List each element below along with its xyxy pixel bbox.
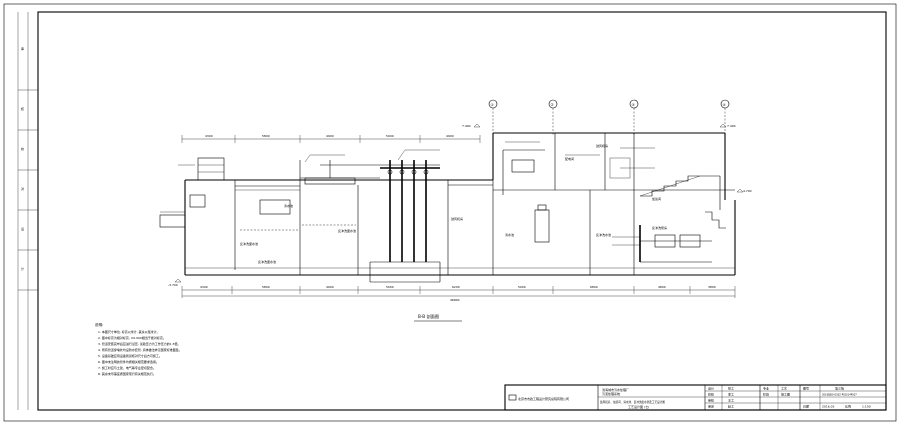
stage-value: 第三版 [835,386,844,391]
note-line-2: 2. 图中标高为相对标高, ±0.000相当于绝对标高。 [98,335,166,340]
note-line-7: 7. 施工时应与土建、电气等专业密切配合。 [98,365,156,370]
room-label-f: 配电间 [565,156,574,161]
note-line-4: 4. 所有管道穿墙处均设防水套管, 具体做法参见国家标准图集。 [98,347,182,352]
svg-text:5800: 5800 [262,285,270,289]
drawing-line-1: 鼓风机房、加药间、清水池、反冲洗废水池及工艺设计图 [600,400,665,404]
project-line-2: 污泥处理系统 [602,391,620,396]
notes-heading: 说明: [95,322,103,327]
scale-label: 比例 [845,404,851,409]
section-title: B-B 剖面图 [418,313,439,320]
title-block: 北京市市政工程设计研究总院有限公司 滨海城市污水处理厂 污泥处理系统 鼓风机房、… [504,384,887,411]
room-label-g: 鼓风机房 [596,143,608,148]
axis-marker-4: ④ [723,103,726,107]
name-1: 张工 [728,386,734,391]
role-1: 设计 [708,386,714,391]
stage-label: 图号 [803,386,809,391]
name-2: 李工 [728,392,734,397]
leader-annotations [160,141,655,246]
section-structure: -3.700 4.700 7.400 7.400 [159,123,752,287]
svg-text:核: 核 [21,106,24,111]
room-labels: 反冲洗废水池 反冲洗废水池 反冲洗废水池 清水池 鼓风机房 配电间 鼓风机房 反… [240,143,667,264]
col-head-2: 工艺 [781,386,787,391]
name-4: 赵工 [728,404,734,409]
tank-left-label: 清水池 [505,232,514,237]
svg-text:4800: 4800 [658,285,666,289]
col-head-4: 施工图 [781,392,790,397]
date-label: 日期 [803,404,809,409]
room-label-a: 反冲洗废水池 [240,241,258,246]
svg-text:4900: 4900 [446,134,454,138]
drawing-line-2: 工艺设计图 (七) [628,404,649,409]
top-dimension-line: 4300 5800 4900 5000 4900 [181,134,481,143]
date-value: 2016.03 [822,405,834,409]
bottom-dimension-line: 4300 5800 4900 5000 6200 5000 6800 4800 … [181,285,736,302]
svg-text:4300: 4300 [200,285,208,289]
svg-text:4.700: 4.700 [743,189,752,193]
axis-marker-3: ③ [632,103,635,107]
room-label-h: 反冲洗泵房 [652,225,667,230]
note-line-8: 8. 其余未尽事宜按国家现行有关规范执行。 [98,371,156,376]
svg-text:5000: 5000 [386,285,394,289]
col-head-1: 专业 [763,386,769,391]
scale-value: 1:100 [862,405,871,409]
room-label-c: 反冲洗废水池 [338,228,356,233]
svg-text:4300: 4300 [205,134,213,138]
outer-frame [3,3,897,422]
role-3: 审核 [708,398,714,403]
svg-text:7.400: 7.400 [727,124,736,128]
room-label-e: 鼓风机房 [451,216,463,221]
svg-text:对: 对 [21,186,24,191]
role-4: 审定 [708,404,714,409]
svg-text:5800: 5800 [262,134,270,138]
company-name: 北京市市政工程设计研究总院有限公司 [518,396,569,401]
room-label-i: 加氯间 [652,196,661,201]
svg-text:计: 计 [21,266,24,271]
svg-text:7.400: 7.400 [462,124,471,128]
svg-text:3800: 3800 [708,285,716,289]
note-line-6: 6. 图中未注明的管件均按相关规范要求选用。 [98,359,159,364]
svg-text:46800: 46800 [450,298,460,302]
inner-frame [37,11,887,411]
svg-text:4900: 4900 [326,285,334,289]
col-head-3: 阶段 [763,392,769,397]
axis-marker-2: ② [551,103,554,107]
svg-text:校: 校 [21,146,24,151]
drawing-number: 2016BJSS-GS02-PS2014PS07 [822,394,857,397]
svg-text:设: 设 [21,226,24,231]
tank-mid-label: 反冲洗水池 [596,232,611,237]
note-line-1: 1. 本图尺寸单位, 标高以米计, 其余以毫米计。 [98,329,160,334]
svg-text:5000: 5000 [386,134,394,138]
company-logo-icon [508,394,517,401]
name-3: 王工 [728,399,734,403]
note-line-5: 5. 设备基础应待设备到货核对尺寸后方可施工。 [98,353,162,358]
room-label-d: 清水池 [284,203,293,208]
project-line-1: 滨海城市污水处理厂 [602,387,629,392]
role-2: 校核 [708,392,714,397]
svg-text:-3.700: -3.700 [168,283,178,287]
svg-text:5000: 5000 [518,285,526,289]
svg-text:审: 审 [21,46,24,51]
axis-marker-1: ① [491,103,494,107]
notes-block: 说明: 1. 本图尺寸单位, 标高以米计, 其余以毫米计。 2. 图中标高为相对… [95,322,182,376]
room-label-b: 反冲洗废水池 [258,259,276,264]
svg-text:4900: 4900 [326,134,334,138]
svg-text:6200: 6200 [452,285,460,289]
note-line-3: 3. 管道安装完毕后应进行试压, 试验压力为工作压力的1.5倍。 [98,341,181,346]
svg-text:6800: 6800 [590,285,598,289]
axis-markers: ① ② ③ ④ [488,99,730,135]
